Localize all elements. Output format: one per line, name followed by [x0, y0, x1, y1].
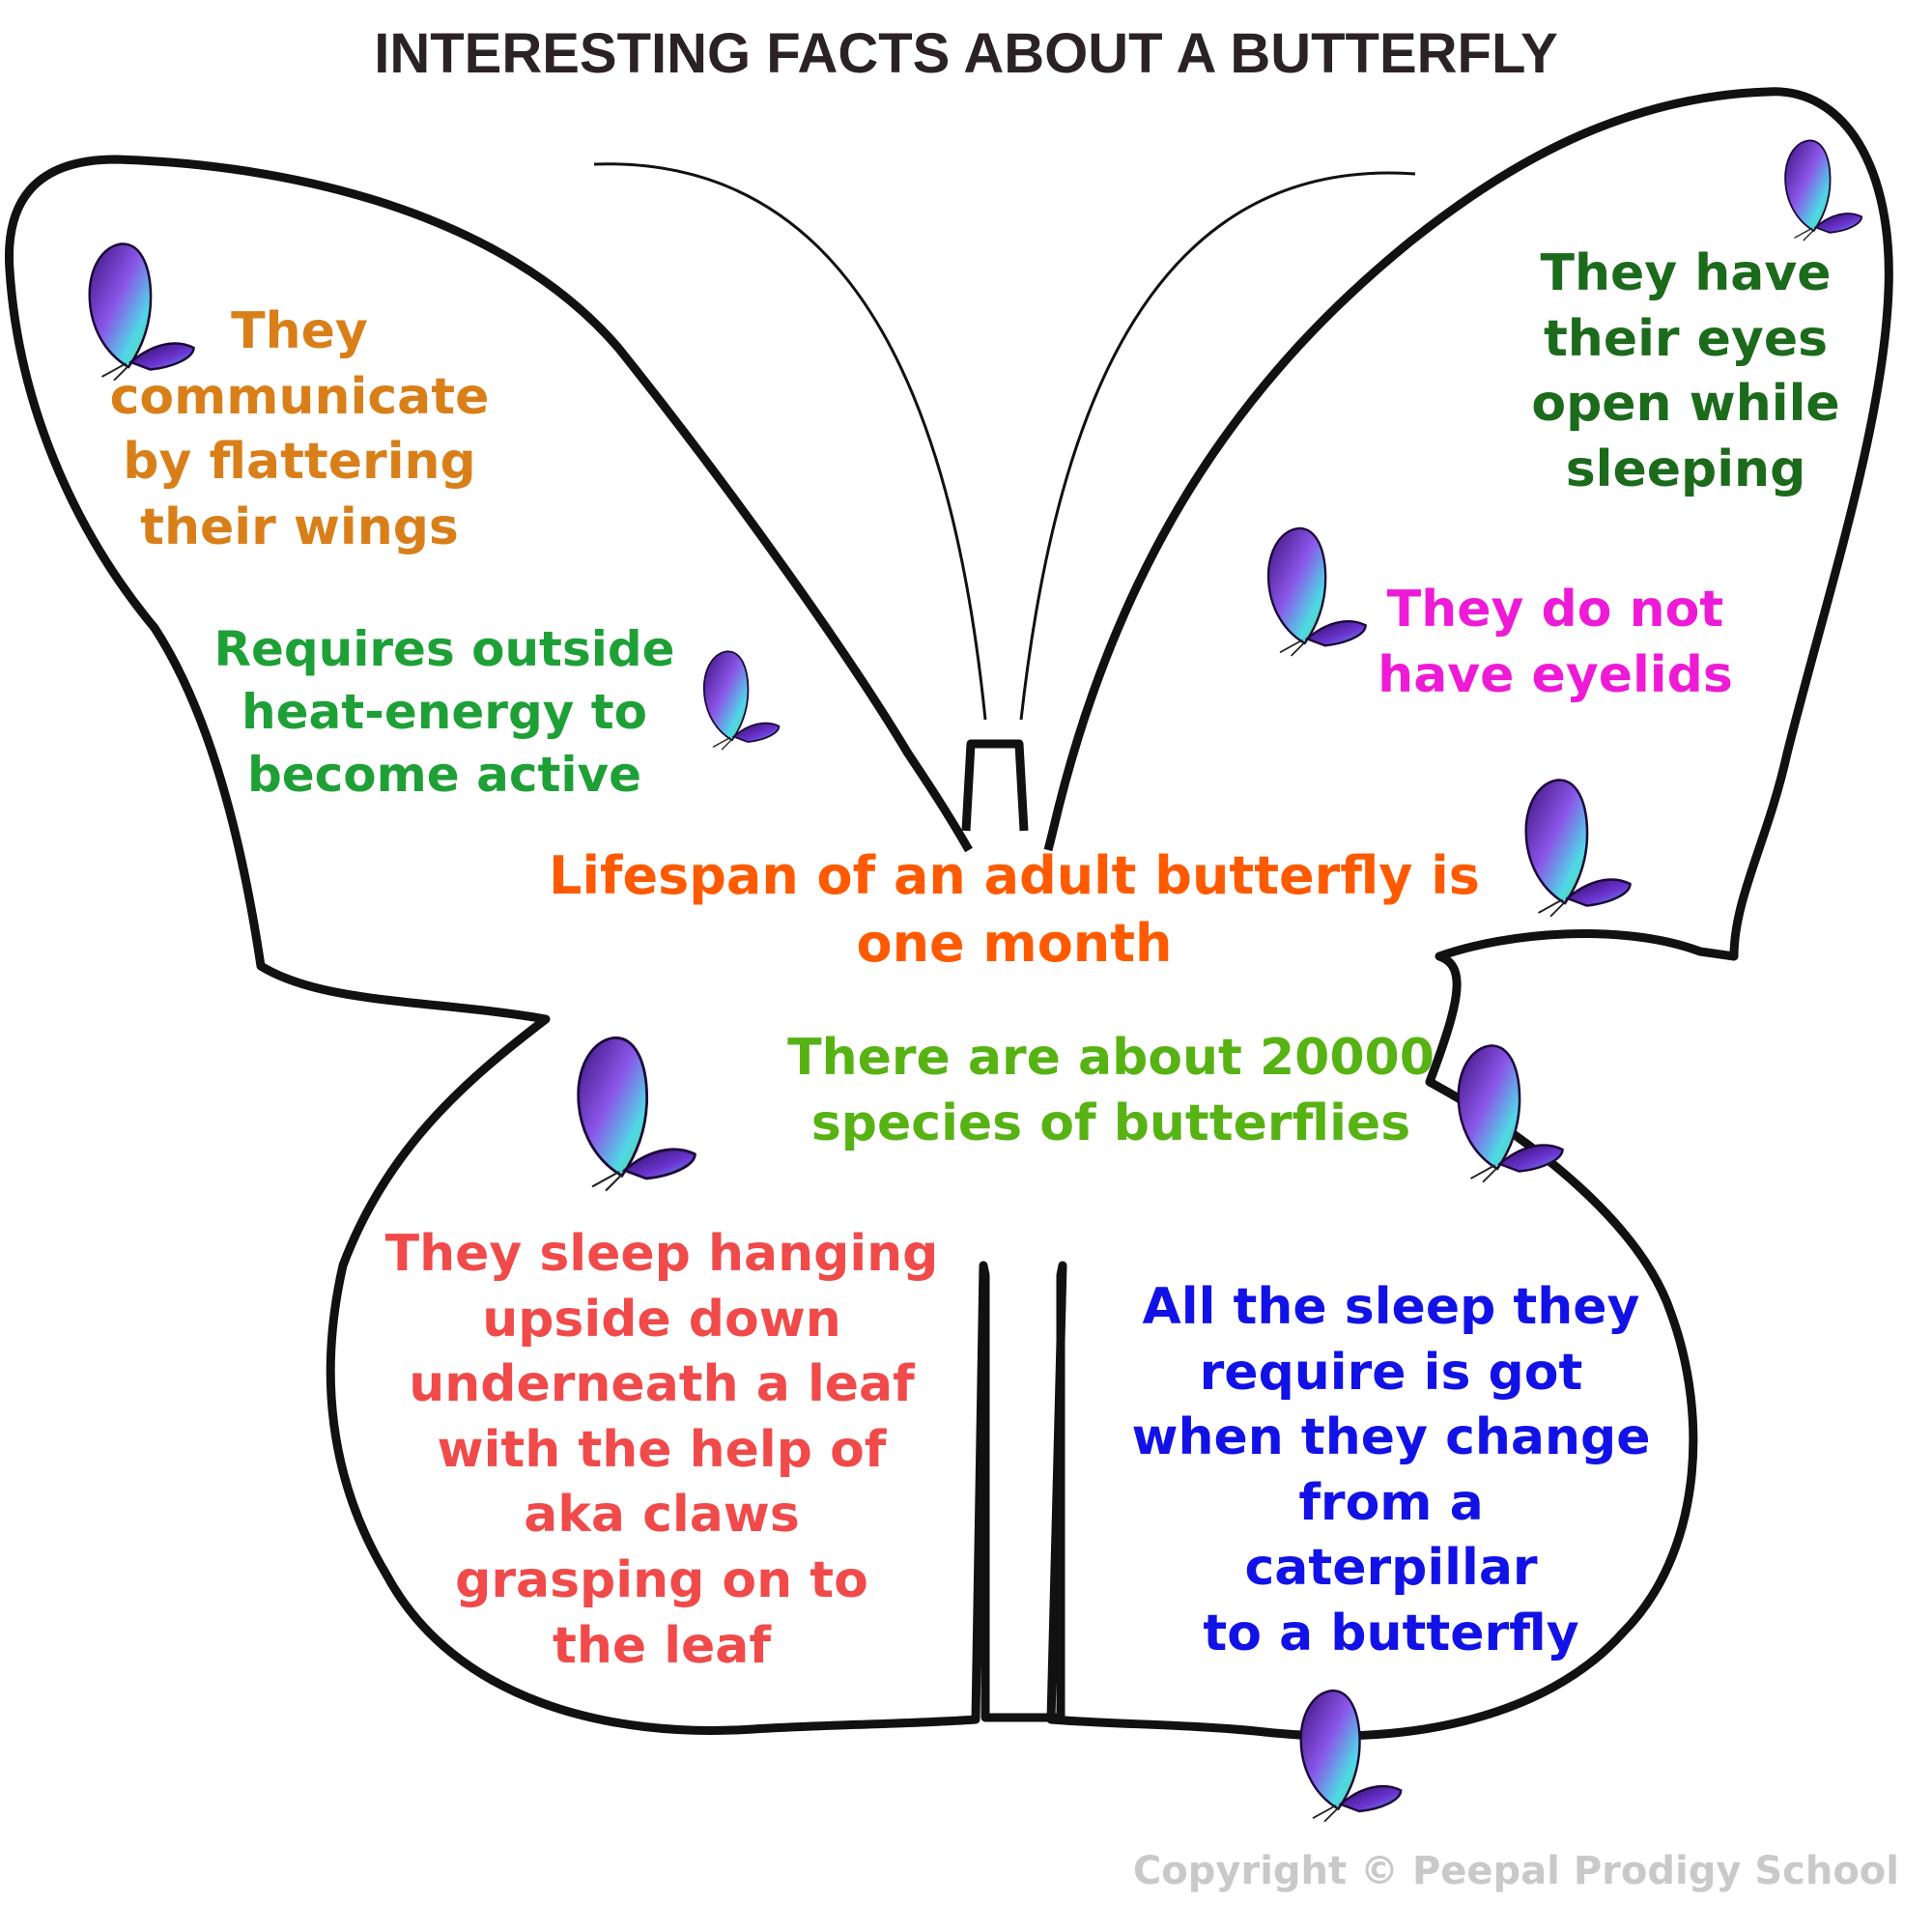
butterfly-icon: [1507, 773, 1642, 918]
fact-heat-energy: Requires outside heat-energy to become act…: [174, 618, 715, 807]
fact-sleep-hanging: They sleep hanging upside down underneath …: [333, 1222, 990, 1679]
fact-line: when they change: [1131, 1408, 1651, 1467]
fact-line: All the sleep they: [1142, 1278, 1640, 1336]
fact-line: by flattering: [123, 433, 476, 492]
copyright-notice: Copyright © Peepal Prodigy School: [1132, 1849, 1899, 1893]
fact-line: They have: [1540, 244, 1832, 302]
fact-sleep-caterpillar: All the sleep they require is got when the…: [1101, 1275, 1681, 1667]
fact-line: upside down: [482, 1290, 841, 1349]
fact-line: the leaf: [552, 1616, 772, 1675]
butterfly-icon: [75, 237, 201, 382]
fact-line: aka claws: [524, 1486, 800, 1545]
fact-line: with the help of: [437, 1420, 887, 1479]
butterfly-icon: [1768, 135, 1874, 242]
butterfly-icon: [696, 645, 782, 752]
fact-line: They: [231, 302, 368, 360]
fact-line: Requires outside: [213, 621, 675, 677]
page-title: INTERESTING FACTS ABOUT A BUTTERFLY: [374, 22, 1558, 85]
fact-line: one month: [856, 913, 1173, 975]
fact-line: Lifespan of an adult butterfly is: [549, 845, 1480, 906]
butterfly-icon: [1246, 522, 1381, 657]
fact-line: heat-energy to: [241, 684, 648, 740]
butterfly-icon: [1290, 1681, 1406, 1826]
fact-line: sleeping: [1565, 440, 1806, 498]
fact-line: species of butterflies: [810, 1094, 1411, 1152]
fact-lifespan: Lifespan of an adult butterfly is one mon…: [502, 842, 1526, 978]
fact-line: from a: [1298, 1473, 1484, 1532]
fact-line: communicate: [109, 367, 490, 426]
fact-line: They sleep hanging: [384, 1225, 939, 1283]
fact-line: There are about 20000: [787, 1029, 1435, 1087]
fact-line: become active: [246, 747, 642, 803]
fact-line: require is got: [1199, 1343, 1583, 1402]
fact-no-eyelids: They do not have eyelids: [1352, 578, 1758, 708]
butterfly-icon: [1439, 1038, 1575, 1183]
fact-line: They do not: [1386, 581, 1724, 639]
fact-line: underneath a leaf: [409, 1355, 915, 1414]
fact-line: open while: [1531, 375, 1840, 434]
fact-line: their wings: [140, 497, 459, 556]
fact-line: grasping on to: [455, 1550, 868, 1609]
fact-line: their eyes: [1543, 309, 1829, 368]
fact-line: have eyelids: [1378, 645, 1733, 704]
butterfly-icon: [565, 1019, 700, 1203]
fact-line: to a butterfly: [1203, 1604, 1579, 1662]
fact-line: caterpillar: [1244, 1539, 1538, 1598]
fact-species: There are about 20000 species of butterfl…: [724, 1026, 1497, 1156]
fact-eyes-open: They have their eyes open while sleeping: [1492, 242, 1879, 502]
